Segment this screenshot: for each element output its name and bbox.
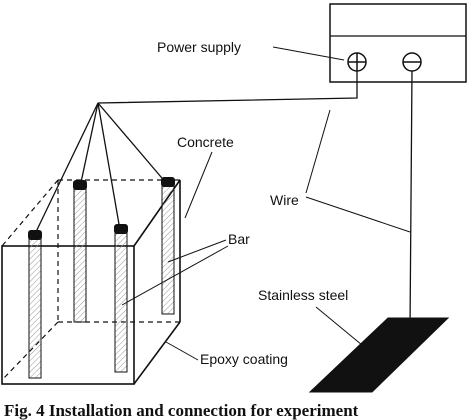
figure-caption: Fig. 4 Installation and connection for e… — [4, 401, 359, 420]
wire-leader-1 — [305, 109, 331, 194]
power-supply-leader — [272, 46, 345, 61]
concrete-label: Concrete — [177, 134, 234, 150]
positive-wire — [33, 71, 358, 237]
concrete-leader — [184, 151, 213, 219]
steel-bar-front-left — [28, 230, 42, 379]
positive-terminal-icon — [347, 52, 367, 72]
wire-label: Wire — [270, 192, 299, 208]
epoxy-coating-label: Epoxy coating — [200, 351, 288, 367]
stainless-steel-plate — [308, 317, 450, 393]
stainless-steel-leader — [315, 306, 363, 346]
negative-wire — [409, 70, 413, 329]
steel-bar-back-left — [73, 180, 87, 323]
bar-leader-2 — [121, 245, 229, 306]
bar-leader-1 — [167, 239, 227, 263]
epoxy-coating-leader — [165, 341, 199, 361]
wire-leader-2 — [305, 196, 411, 233]
power-supply-label: Power supply — [157, 39, 241, 55]
bar-label: Bar — [228, 231, 250, 247]
power-supply-box — [329, 3, 467, 83]
steel-bar-back-right — [161, 177, 175, 315]
negative-terminal-icon — [402, 52, 422, 72]
steel-bar-front-right — [114, 224, 128, 373]
stainless-steel-label: Stainless steel — [258, 287, 348, 303]
